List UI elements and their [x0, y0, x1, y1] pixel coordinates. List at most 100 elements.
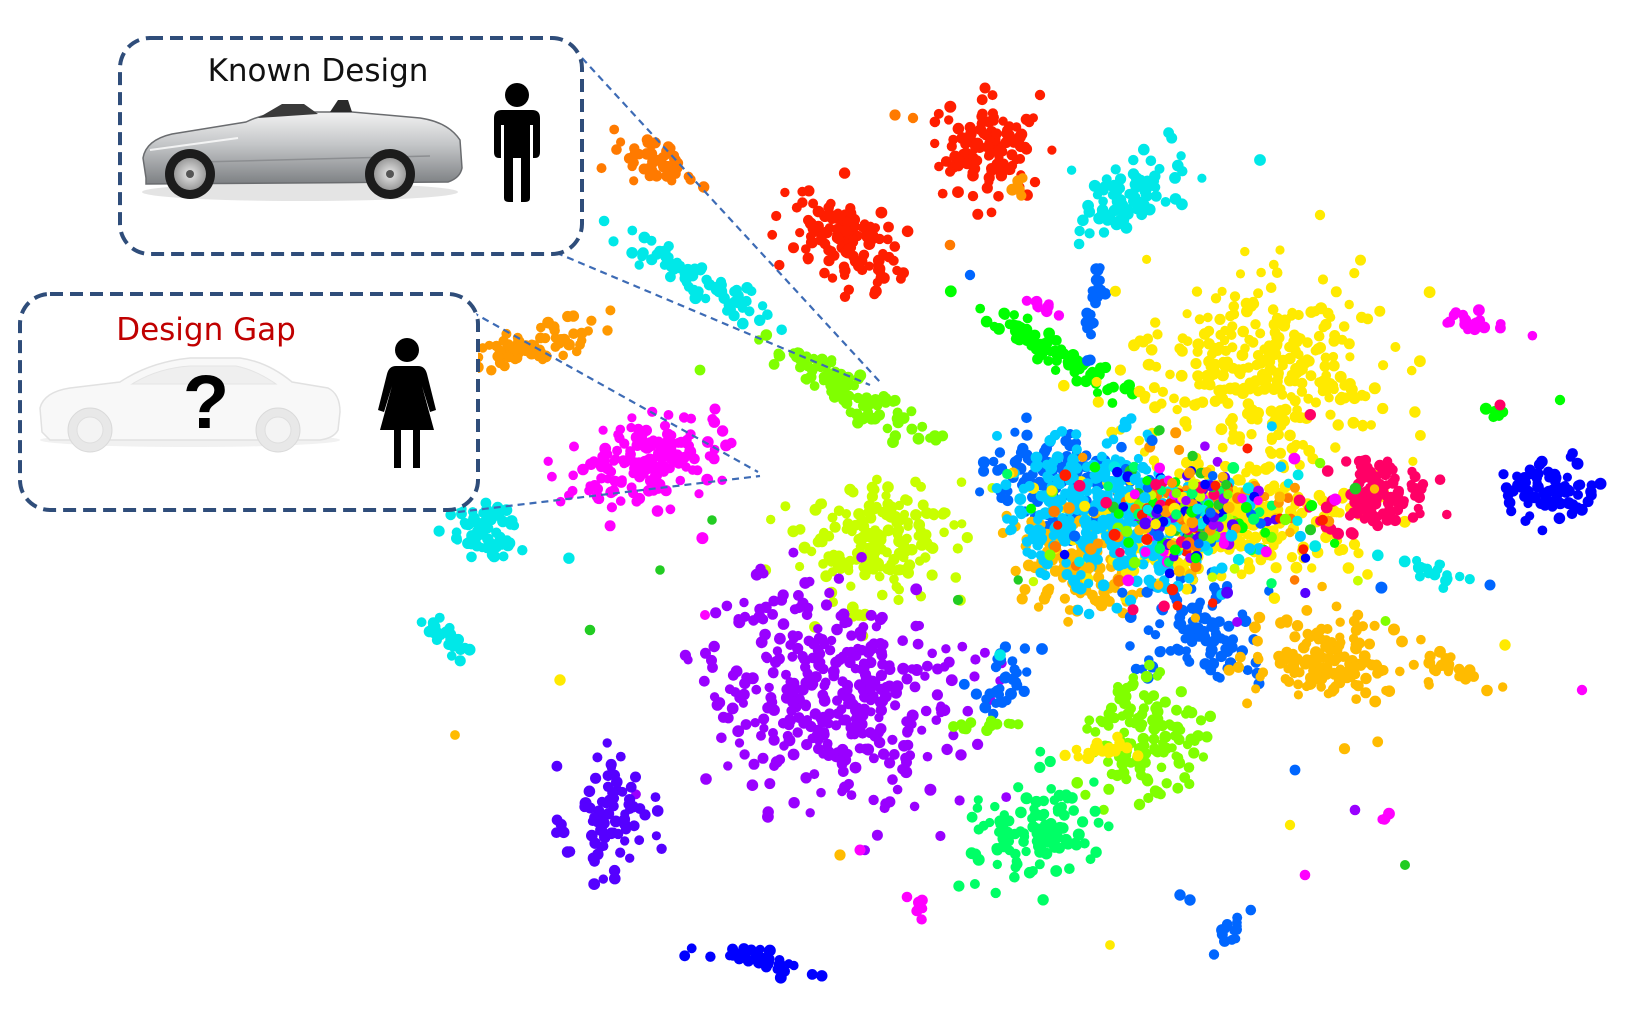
scatter-point-4035	[1244, 543, 1255, 554]
scatter-point-2703	[1049, 795, 1060, 805]
scatter-point-304	[956, 132, 969, 145]
scatter-point-1386	[1294, 364, 1306, 376]
scatter-point-767	[892, 417, 904, 429]
scatter-point-2963	[935, 830, 946, 842]
scatter-point-1313	[1291, 439, 1302, 450]
scatter-point-1172	[1092, 396, 1104, 408]
scatter-point-1068	[1190, 358, 1202, 370]
scatter-point-2997	[865, 695, 876, 706]
scatter-point-440	[1093, 212, 1106, 225]
scatter-point-4163	[1248, 513, 1260, 525]
scatter-point-3659	[1048, 531, 1059, 541]
scatter-point-662	[653, 448, 664, 459]
scatter-point-184	[875, 206, 888, 219]
scatter-point-3922	[1229, 563, 1240, 574]
scatter-point-2166	[1407, 512, 1419, 523]
scatter-point-2583	[1141, 773, 1153, 785]
scatter-point-2430	[1338, 743, 1351, 755]
scatter-point-3068	[845, 657, 856, 668]
scatter-point-3705	[916, 894, 928, 906]
scatter-point-2549	[1139, 740, 1150, 751]
scatter-point-179	[812, 205, 825, 218]
scatter-point-2546	[1148, 690, 1160, 701]
scatter-point-4167	[1210, 480, 1221, 491]
scatter-point-3546	[1071, 581, 1083, 593]
scatter-point-1019	[980, 315, 993, 328]
scatter-point-3057	[700, 647, 711, 659]
scatter-point-1223	[1203, 312, 1213, 323]
scatter-point-3829	[1300, 587, 1311, 599]
scatter-point-2709	[1010, 862, 1021, 873]
scatter-point-2252	[1531, 468, 1541, 479]
scatter-point-54	[609, 124, 620, 135]
scatter-point-2885	[748, 758, 760, 770]
scatter-point-2352	[1223, 664, 1235, 676]
scatter-point-122	[586, 315, 597, 326]
scatter-point-1526	[1033, 602, 1044, 612]
scatter-point-2444	[1351, 694, 1362, 704]
scatter-point-4054	[1139, 517, 1152, 530]
scatter-point-1708	[1205, 644, 1218, 656]
scatter-point-4198	[1105, 940, 1115, 950]
scatter-point-629	[613, 429, 623, 440]
scatter-point-3710	[1021, 295, 1032, 306]
scatter-point-1904	[1320, 531, 1332, 544]
scatter-point-674	[626, 482, 637, 493]
scatter-point-3174	[639, 809, 651, 821]
scatter-point-3748	[1488, 412, 1499, 423]
scatter-point-1161	[1310, 397, 1321, 408]
scatter-point-3833	[1293, 494, 1306, 507]
scatter-point-336	[1015, 128, 1028, 141]
scatter-point-1078	[1377, 402, 1389, 415]
scatter-point-972	[944, 285, 957, 298]
scatter-point-3178	[651, 831, 662, 841]
scatter-point-2591	[1183, 762, 1195, 773]
scatter-point-3158	[615, 847, 626, 858]
scatter-point-2721	[1077, 816, 1089, 828]
scatter-point-619	[585, 458, 597, 470]
scatter-point-1108	[1229, 291, 1241, 302]
scatter-point-3743	[1361, 470, 1373, 482]
scatter-point-4196	[854, 844, 866, 856]
scatter-point-1253	[1214, 341, 1225, 352]
scatter-point-3156	[612, 828, 624, 840]
scatter-point-52	[661, 170, 673, 182]
scatter-point-189	[767, 229, 778, 240]
scatter-point-922	[780, 501, 791, 512]
scatter-point-2463	[1423, 656, 1436, 669]
scatter-point-517	[728, 310, 740, 322]
scatter-point-491	[754, 314, 766, 326]
scatter-point-3893	[1208, 598, 1218, 608]
scatter-point-3086	[819, 727, 830, 737]
scatter-point-1487	[1022, 449, 1033, 460]
scatter-point-4065	[1059, 549, 1070, 560]
scatter-point-2732	[931, 715, 942, 725]
scatter-point-1330	[1322, 307, 1334, 319]
scatter-point-2975	[777, 618, 790, 630]
scatter-point-910	[858, 561, 869, 573]
scatter-point-4195	[834, 849, 846, 861]
scatter-point-2176	[1347, 528, 1359, 540]
scatter-point-2894	[868, 753, 879, 764]
scatter-point-627	[648, 485, 659, 496]
scatter-point-2741	[683, 655, 693, 665]
scatter-point-2816	[769, 761, 780, 771]
scatter-point-2082	[1148, 455, 1160, 466]
scatter-point-1357	[1296, 386, 1308, 397]
scatter-point-3456	[1083, 608, 1095, 620]
scatter-point-3211	[772, 964, 783, 974]
scatter-point-2593	[1181, 709, 1191, 719]
scatter-point-2859	[800, 772, 812, 784]
scatter-point-2849	[788, 797, 800, 809]
scatter-point-3144	[619, 813, 631, 825]
scatter-point-2334	[1293, 679, 1303, 690]
scatter-point-2665	[1050, 865, 1063, 877]
scatter-point-2437	[1348, 661, 1360, 674]
scatter-point-352	[987, 90, 998, 101]
scatter-point-2979	[833, 573, 845, 584]
scatter-point-3966	[1184, 573, 1195, 584]
scatter-point-415	[1150, 190, 1162, 202]
scatter-point-187	[795, 228, 805, 238]
scatter-point-3821	[1232, 553, 1245, 566]
scatter-point-237	[858, 249, 870, 260]
